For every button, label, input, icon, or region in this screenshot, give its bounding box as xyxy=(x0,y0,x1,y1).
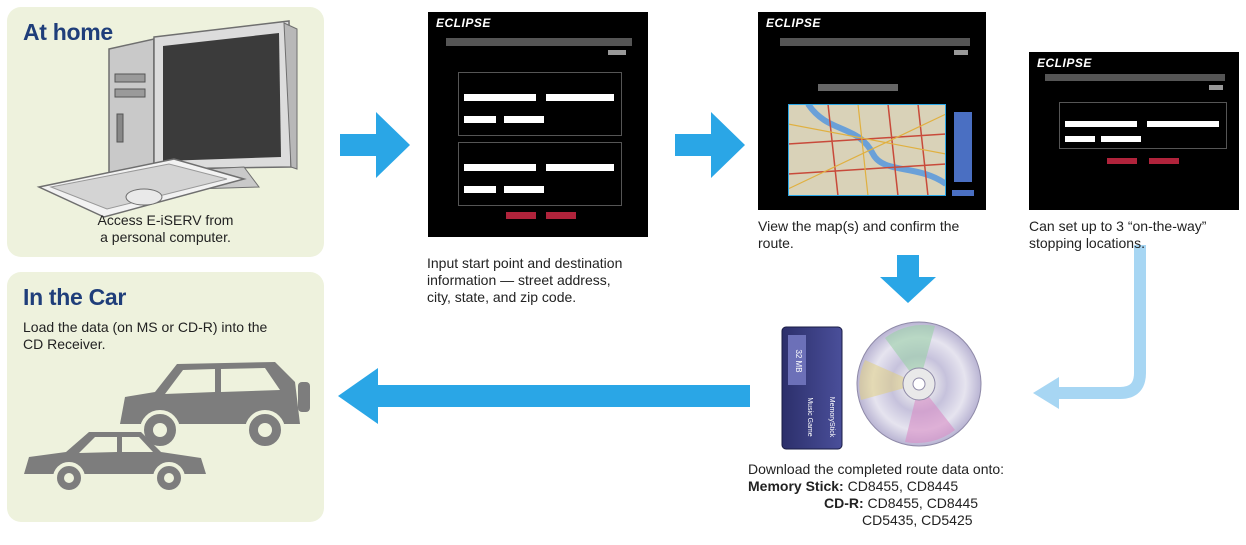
form-header-bar xyxy=(446,38,632,46)
stops-caption-line2: stopping locations. xyxy=(1029,235,1145,251)
map-top-button xyxy=(954,50,968,55)
car-panel: In the Car Load the data (on MS or CD-R)… xyxy=(7,272,324,522)
input-caption-line1: Input start point and destination xyxy=(427,255,623,271)
car-caption-line1: Load the data (on MS or CD-R) into the xyxy=(23,319,268,335)
stops-address-box xyxy=(1059,102,1227,149)
start-address-box xyxy=(458,72,622,136)
dest-zip-field xyxy=(504,186,544,193)
car-caption-line2: CD Receiver. xyxy=(23,336,106,352)
search-button xyxy=(1107,158,1137,164)
eclipse-logo: ECLIPSE xyxy=(1037,56,1092,70)
stops-city-field xyxy=(1147,121,1219,127)
input-caption-line3: city, state, and zip code. xyxy=(427,289,577,305)
cd-r-disc-icon xyxy=(856,321,982,447)
cd-r-row: CD-R: CD8455, CD8445 xyxy=(824,495,978,512)
eclipse-logo: ECLIPSE xyxy=(436,16,491,30)
map-header-bar xyxy=(780,38,970,46)
download-intro: Download the completed route data onto: xyxy=(748,461,1005,477)
dest-address-field xyxy=(464,164,536,171)
suv-icon xyxy=(120,362,310,450)
search-button xyxy=(506,212,536,219)
memory-stick-models: CD8455, CD8445 xyxy=(847,478,959,494)
cd-r-models-1: CD8455, CD8445 xyxy=(867,495,979,511)
arrow-left-icon xyxy=(338,368,750,424)
map-zoom-panel xyxy=(954,112,972,182)
stops-address-field xyxy=(1065,121,1137,127)
home-caption-line2: a personal computer. xyxy=(100,229,231,245)
memory-stick-capacity: 32 MB xyxy=(794,349,803,372)
stops-header-bar xyxy=(1045,74,1225,81)
start-state-field xyxy=(464,116,496,123)
map-caption-line1: View the map(s) and confirm the xyxy=(758,218,960,234)
car-title: In the Car xyxy=(23,284,127,310)
memory-stick-row: Memory Stick: CD8455, CD8445 xyxy=(748,478,958,495)
destination-address-box xyxy=(458,142,622,206)
dest-state-field xyxy=(464,186,496,193)
stops-screenshot: ECLIPSE xyxy=(1029,52,1239,210)
map-bottom-button xyxy=(952,190,974,196)
cancel-button xyxy=(1149,158,1179,164)
cancel-button xyxy=(546,212,576,219)
eclipse-logo: ECLIPSE xyxy=(766,16,821,30)
stops-top-button xyxy=(1209,85,1223,90)
home-title: At home xyxy=(23,19,113,45)
start-city-field xyxy=(546,94,614,101)
arrow-right-icon xyxy=(675,112,745,178)
sedan-icon xyxy=(24,432,206,494)
departure-bar xyxy=(818,84,898,91)
memory-stick-icon: 32 MB Music Game MemoryStick xyxy=(781,326,843,450)
arrow-right-icon xyxy=(340,112,410,178)
arrow-down-icon xyxy=(880,255,936,303)
route-map xyxy=(788,104,946,196)
map-caption-line2: route. xyxy=(758,235,794,251)
home-panel: At home Access E-iSERV from a personal c… xyxy=(7,7,324,257)
computer-icon xyxy=(36,20,298,218)
stops-zip-field xyxy=(1101,136,1141,142)
input-caption-line2: information — street address, xyxy=(427,272,611,288)
map-screenshot: ECLIPSE xyxy=(758,12,986,210)
memory-stick-label-text: Memory Stick: xyxy=(748,478,844,494)
memory-stick-brand: Music Game xyxy=(806,397,813,436)
dest-city-field xyxy=(546,164,614,171)
return-arrow-icon xyxy=(1033,245,1146,409)
stops-state-field xyxy=(1065,136,1095,142)
memory-stick-label: MemoryStick xyxy=(828,397,835,438)
stops-caption-line1: Can set up to 3 “on-the-way” xyxy=(1029,218,1207,234)
start-zip-field xyxy=(504,116,544,123)
start-address-field xyxy=(464,94,536,101)
input-form-screenshot: ECLIPSE xyxy=(428,12,648,237)
home-caption-line1: Access E-iSERV from xyxy=(97,212,234,228)
form-top-button xyxy=(608,50,626,55)
cd-r-label-text: CD-R: xyxy=(824,495,864,511)
cd-r-models-2: CD5435, CD5425 xyxy=(862,512,973,528)
